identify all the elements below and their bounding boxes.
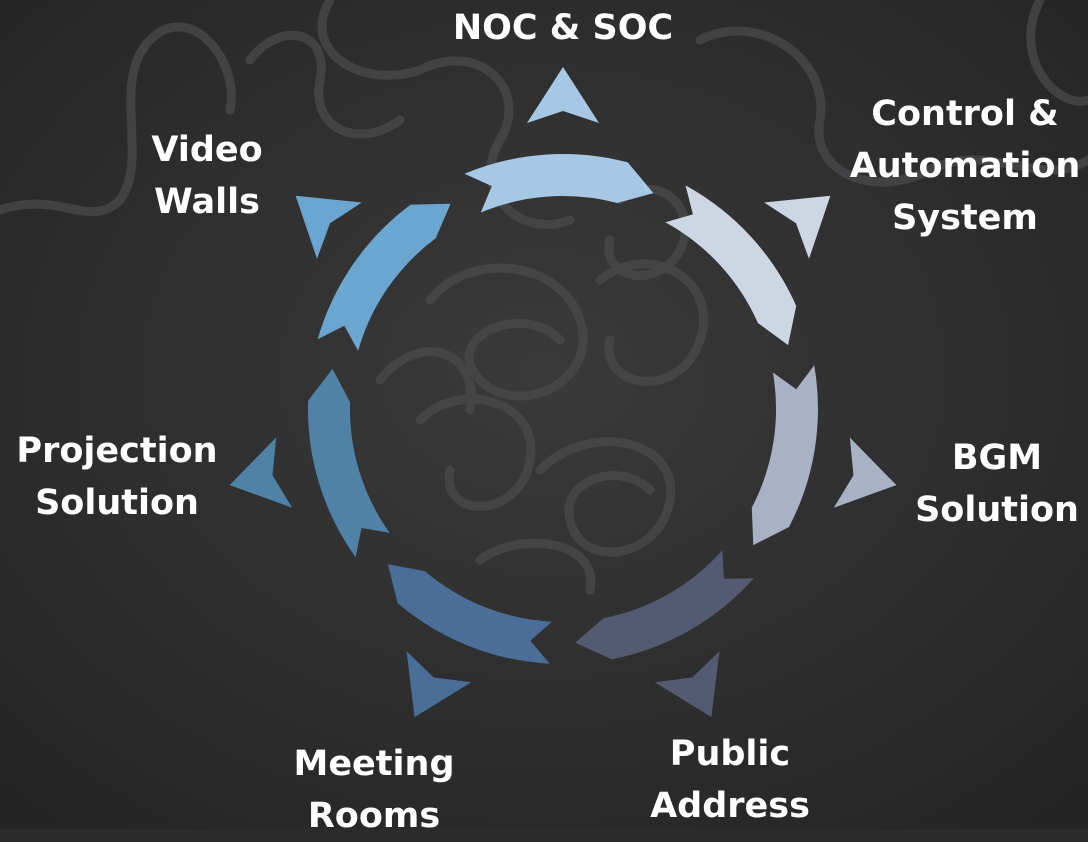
label-line: Meeting <box>293 744 455 784</box>
label-public-address: Public Address <box>650 728 810 832</box>
cycle-ring <box>307 154 818 664</box>
ring-segment-video-walls <box>317 203 451 351</box>
string-texture <box>0 0 1088 595</box>
label-line: Solution <box>915 490 1079 530</box>
label-line: Walls <box>154 182 260 222</box>
label-line: Video <box>151 130 263 170</box>
label-meeting-rooms: Meeting Rooms <box>293 738 454 842</box>
label-line: BGM <box>951 438 1043 478</box>
outer-chevrons <box>229 67 897 718</box>
chevron-control-automation <box>764 195 831 259</box>
label-line: Projection <box>16 431 218 471</box>
label-projection-solution: Projection Solution <box>16 425 217 529</box>
ring-segment-control-automation <box>665 185 797 346</box>
label-line: Control & <box>871 94 1059 134</box>
ring-segment-public-address <box>575 550 754 660</box>
label-video-walls: Video Walls <box>151 124 262 228</box>
chevron-public-address <box>654 651 720 718</box>
ring-segment-meeting-rooms <box>387 564 552 664</box>
ring-segment-bgm-solution <box>751 365 818 546</box>
label-line: System <box>892 198 1038 238</box>
label-line: Public <box>669 734 791 774</box>
ring-segment-projection-solution <box>307 368 390 558</box>
label-line: Rooms <box>307 796 441 836</box>
label-bgm-solution: BGM Solution <box>915 432 1079 536</box>
label-line: NOC & SOC <box>452 8 674 48</box>
ring-segment-noc-soc <box>464 154 654 213</box>
label-control-automation: Control & Automation System <box>850 88 1081 244</box>
chevron-video-walls <box>295 195 362 259</box>
chevron-meeting-rooms <box>406 651 472 718</box>
label-line: Automation <box>849 146 1081 186</box>
chevron-projection-solution <box>229 437 293 508</box>
label-line: Address <box>650 786 810 826</box>
label-noc-soc: NOC & SOC <box>453 2 673 54</box>
chevron-noc-soc <box>527 67 599 123</box>
chevron-bgm-solution <box>833 437 897 508</box>
label-line: Solution <box>35 483 199 523</box>
